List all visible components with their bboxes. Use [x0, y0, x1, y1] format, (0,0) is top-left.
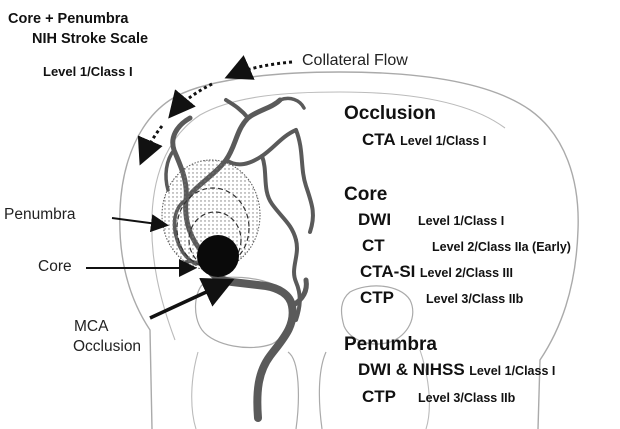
core-label: Core: [38, 258, 72, 276]
collateral-flow-label: Collateral Flow: [302, 52, 408, 70]
mca-label-line-2: Occlusion: [73, 338, 141, 356]
modality-label: CTA: [362, 130, 396, 149]
section-title-core: Core: [344, 184, 387, 206]
modality-label: DWI & NIHSS: [358, 360, 465, 379]
collateral-arrow-3: [142, 126, 162, 160]
modality-label: DWI: [358, 210, 418, 230]
evidence-level: Level 2/Class III: [420, 266, 513, 280]
penumbra-label: Penumbra: [4, 206, 76, 224]
evidence-level: Level 1/Class I: [418, 214, 504, 228]
evidence-level: Level 1/Class I: [400, 134, 486, 148]
occlusion-item-cta: CTA Level 1/Class I: [362, 130, 486, 150]
header-line-2: NIH Stroke Scale: [32, 30, 148, 48]
mca-label-line-1: MCA: [74, 318, 108, 336]
header-line-1: Core + Penumbra: [8, 10, 128, 28]
modality-label: CTP: [360, 288, 426, 308]
evidence-level: Level 2/Class IIa (Early): [432, 240, 571, 254]
brainstem-outline: [288, 352, 326, 429]
modality-label: CT: [362, 236, 432, 256]
evidence-level: Level 1/Class I: [469, 364, 555, 378]
penumbra-item-dwi-nihss: DWI & NIHSS Level 1/Class I: [358, 360, 555, 380]
modality-label: CTP: [362, 387, 418, 407]
header-level: Level 1/Class I: [43, 64, 133, 79]
collateral-arrow-2: [172, 84, 212, 114]
evidence-level: Level 3/Class IIb: [426, 292, 523, 306]
modality-label: CTA-SI: [360, 262, 415, 281]
section-title-occlusion: Occlusion: [344, 103, 436, 125]
section-title-penumbra: Penumbra: [344, 334, 437, 356]
core-region: [197, 235, 239, 277]
core-item-cta-si: CTA-SI Level 2/Class III: [360, 262, 513, 282]
evidence-level: Level 3/Class IIb: [418, 391, 515, 405]
